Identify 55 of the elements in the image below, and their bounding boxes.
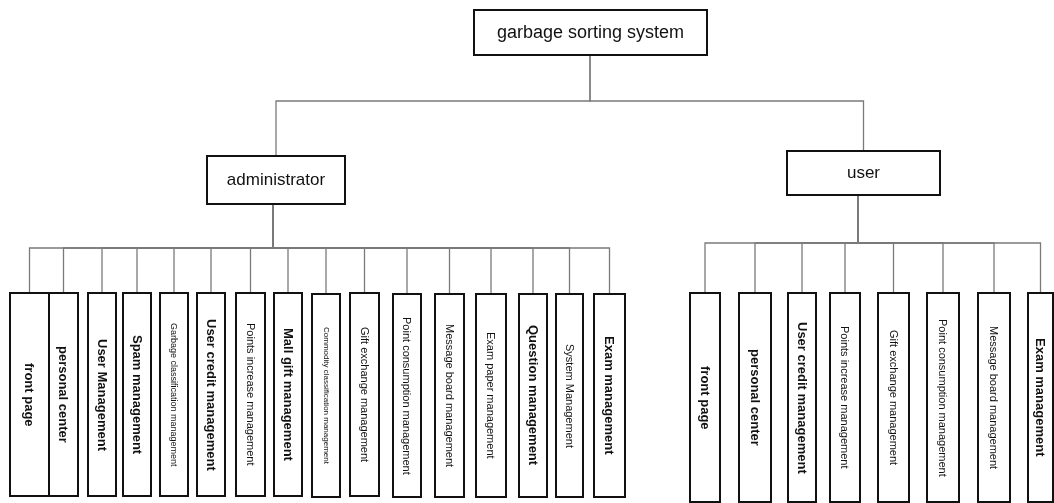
module-label: personal center [747, 349, 763, 446]
module-box [122, 292, 152, 497]
module-label: Spam management [129, 334, 145, 455]
module-label: Gift exchange management [358, 326, 371, 463]
title-box [473, 9, 708, 56]
module-label: System Management [563, 343, 576, 448]
module-label: Message board management [988, 325, 1000, 470]
module-label: Gift exchange management [887, 329, 900, 466]
module-label: Commodity classification management [321, 327, 331, 464]
module-label: Points increase management [244, 323, 257, 466]
connector-line [589, 55, 865, 151]
module-box [349, 292, 380, 497]
module-box [689, 292, 721, 503]
module-box [311, 293, 341, 498]
module-box [829, 292, 861, 503]
module-box [555, 293, 584, 498]
module-box [235, 292, 266, 497]
module-label: Points increase management [839, 326, 851, 469]
module-label: front page [22, 362, 37, 427]
module-label: personal center [56, 346, 71, 443]
module-box [738, 292, 772, 503]
node-title: garbage sorting system [496, 22, 685, 43]
module-box [196, 292, 226, 497]
module-box [273, 292, 303, 497]
module-box [48, 292, 79, 497]
module-label: Point consumption management [401, 316, 413, 475]
module-box [434, 293, 465, 498]
module-box [787, 292, 817, 503]
module-label: User Management [94, 338, 110, 451]
module-box [159, 292, 189, 497]
module-label: Exam management [602, 336, 617, 455]
module-box [1027, 292, 1054, 503]
node-title: user [846, 163, 881, 183]
node-title: administrator [226, 170, 326, 190]
module-box [926, 292, 960, 503]
module-label: Message board management [443, 323, 456, 468]
title-box [786, 150, 941, 196]
module-label: Point consumption management [937, 318, 949, 477]
module-label: Question management [525, 325, 541, 466]
module-label: Exam paper management [485, 332, 497, 459]
module-box [593, 293, 626, 498]
module-box [518, 293, 548, 498]
module-label: User credit management [203, 318, 219, 471]
module-label: Exam management [1033, 338, 1048, 457]
module-box [87, 292, 117, 497]
module-box [392, 293, 422, 498]
module-box [9, 292, 50, 497]
title-box [206, 155, 346, 205]
module-box [977, 292, 1011, 503]
module-label: Mall gift management [280, 328, 296, 461]
module-label: User credit management [794, 321, 810, 474]
module-label: Garbage classification management [169, 322, 179, 467]
module-box [475, 293, 507, 498]
module-label: front page [697, 365, 713, 430]
module-box [877, 292, 910, 503]
